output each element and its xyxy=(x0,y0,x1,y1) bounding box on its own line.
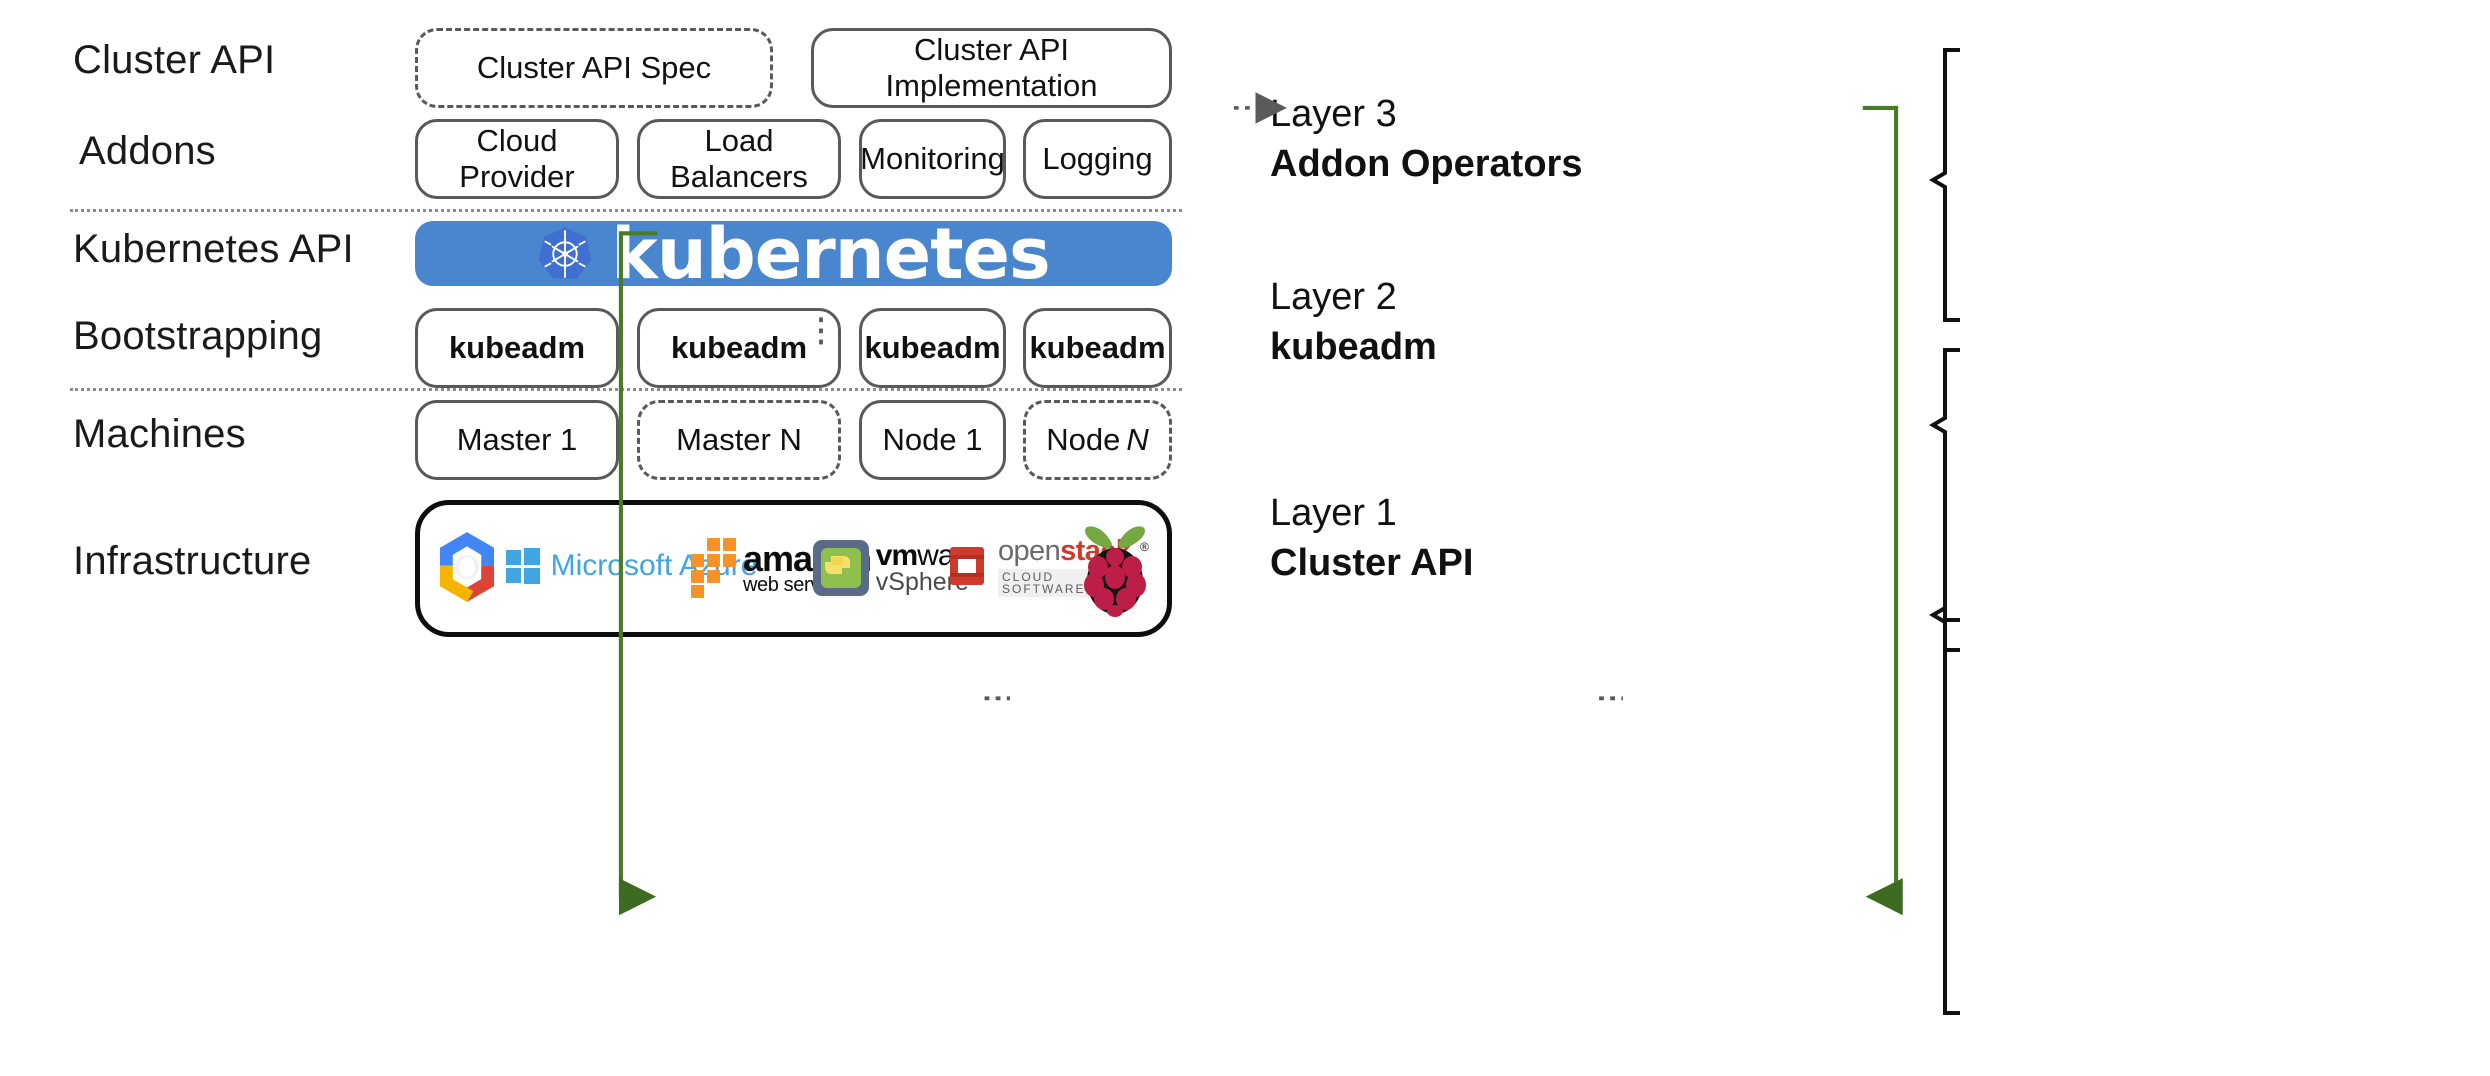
bootstrap-box-1[interactable]: kubeadm xyxy=(415,308,619,388)
machine-box-master-1[interactable]: Master 1 xyxy=(415,400,619,480)
layer-1-number: Layer 1 xyxy=(1270,492,1397,534)
machine-box-master-n[interactable]: Master N xyxy=(637,400,841,480)
machine-label-master-n: Master N xyxy=(676,422,802,457)
cluster-api-implementation-label: Cluster API Implementation xyxy=(885,32,1098,103)
layer-1-bracket xyxy=(1929,604,1960,1015)
bootstrap-box-3[interactable]: kubeadm xyxy=(859,308,1006,388)
row-label-kubernetes-api: Kubernetes API xyxy=(73,227,354,271)
cluster-api-implementation-to-infrastructure-path xyxy=(1862,105,1903,916)
addon-box-load-balancers[interactable]: Load Balancers xyxy=(637,119,841,199)
layer-3-number: Layer 3 xyxy=(1270,93,1397,135)
bootstrap-label-4: kubeadm xyxy=(1029,330,1166,365)
separator-layer2-layer1 xyxy=(70,388,1182,391)
row-label-machines: Machines xyxy=(73,412,246,456)
addon-box-logging[interactable]: Logging xyxy=(1023,119,1172,199)
row-label-addons: Addons xyxy=(79,129,216,173)
separator-layer3-layer2 xyxy=(70,209,1182,212)
kubernetes-banner[interactable]: kubernetes xyxy=(415,212,1172,295)
layer-2-bracket xyxy=(1929,348,1960,622)
bootstrap-label-1: kubeadm xyxy=(448,330,586,365)
machine-label-node-1: Node 1 xyxy=(882,422,983,457)
raspberry-pi-logo: ® xyxy=(1075,516,1155,620)
google-cloud-platform-logo xyxy=(428,527,506,607)
addon-label-monitoring: Monitoring xyxy=(860,141,1005,176)
kubernetes-wordmark: kubernetes xyxy=(611,212,1050,295)
bootstrap-label-2: kubeadm xyxy=(670,330,808,365)
cluster-api-implementation-box[interactable]: Cluster API Implementation xyxy=(811,28,1172,108)
bootstrap-box-4[interactable]: kubeadm xyxy=(1023,308,1172,388)
machine-box-node-1[interactable]: Node 1 xyxy=(859,400,1006,480)
bootstrap-box-2[interactable]: kubeadm xyxy=(637,308,841,388)
machine-label-master-1: Master 1 xyxy=(456,422,578,457)
row-label-cluster-api: Cluster API xyxy=(73,38,276,82)
addon-box-cloud-provider[interactable]: Cloud Provider xyxy=(415,119,619,199)
cluster-api-spec-box[interactable]: Cluster API Spec xyxy=(415,28,773,108)
layer-2-title: Layer 2 kubeadm xyxy=(1270,272,1437,372)
layer-2-number: Layer 2 xyxy=(1270,276,1397,318)
addon-label-load-balancers: Load Balancers xyxy=(670,123,808,194)
layer-3-title: Layer 3 Addon Operators xyxy=(1270,89,1582,189)
layer-1-name: Cluster API xyxy=(1270,542,1474,585)
svg-text:®: ® xyxy=(1140,540,1149,554)
layer-2-name: kubeadm xyxy=(1270,326,1437,369)
bootstrap-label-3: kubeadm xyxy=(864,330,1001,365)
addon-label-logging: Logging xyxy=(1042,141,1153,176)
infrastructure-container[interactable] xyxy=(415,500,1172,637)
addon-box-monitoring[interactable]: Monitoring xyxy=(859,119,1006,199)
layer-1-title: Layer 1 Cluster API xyxy=(1270,488,1473,588)
kubernetes-helm-wheel-icon xyxy=(537,226,593,282)
row-label-bootstrapping: Bootstrapping xyxy=(73,314,323,358)
machine-label-node-n-suffix: N xyxy=(1126,422,1149,457)
layer-3-bracket xyxy=(1929,48,1960,322)
openstack-wordmark-open: open xyxy=(998,535,1061,567)
addon-label-cloud-provider: Cloud Provider xyxy=(459,123,575,194)
vmware-wordmark-vm: vm xyxy=(875,539,918,573)
cluster-api-spec-label: Cluster API Spec xyxy=(476,50,712,85)
machine-label-node-n: Node xyxy=(1046,422,1121,457)
layer-3-name: Addon Operators xyxy=(1270,143,1583,186)
row-label-infrastructure: Infrastructure xyxy=(73,539,312,583)
